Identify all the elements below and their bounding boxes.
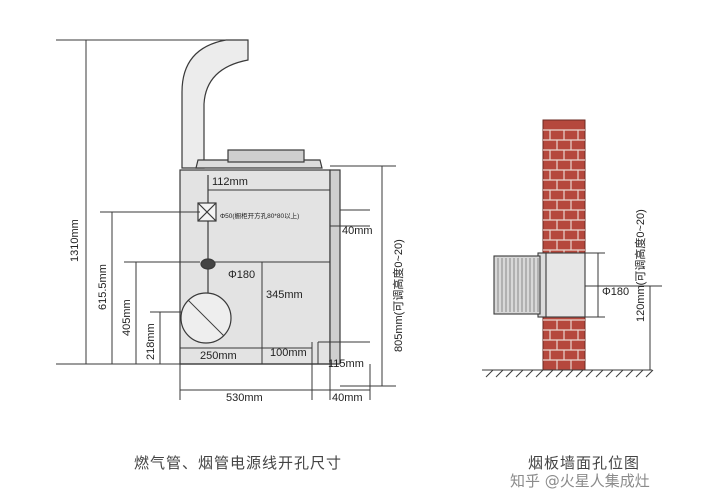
flexible-pipe [493, 255, 541, 315]
right-dimension-lines [585, 252, 662, 370]
dim-615-5: 615.5mm [97, 264, 109, 310]
dim-40-bottom: 40mm [332, 392, 363, 404]
side-panel [329, 169, 341, 365]
dim-40-top: 40mm [342, 225, 373, 237]
dim-phi180: Φ180 [228, 269, 255, 281]
dim-100: 100mm [270, 347, 307, 359]
dim-1310: 1310mm [69, 219, 81, 262]
dim-120: 120mm(可调高度0~20) [633, 209, 647, 322]
dim-405: 405mm [121, 299, 133, 336]
dim-218: 218mm [145, 323, 157, 360]
dim-phi180-right: Φ180 [602, 286, 629, 298]
dim-345: 345mm [266, 289, 303, 301]
dim-805: 805mm(可调高度0~20) [391, 239, 405, 352]
dim-hole-50: Φ50(橱柜开方孔80*80以上) [220, 211, 299, 220]
brick-wall [542, 119, 586, 371]
flue-pipe-assembly [493, 252, 586, 318]
dim-250: 250mm [200, 350, 237, 362]
watermark-text: 知乎 @火星人集成灶 [510, 472, 650, 490]
right-caption: 烟板墙面孔位图 [528, 454, 641, 472]
ground-line [482, 369, 654, 378]
gas-connector [200, 258, 216, 270]
burner [227, 149, 305, 163]
left-caption: 燃气管、烟管电源线开孔尺寸 [134, 454, 343, 472]
dim-115: 115mm [328, 358, 364, 370]
left-dimension-lines [56, 39, 396, 400]
chimney-pipe [181, 39, 249, 169]
dim-530: 530mm [226, 392, 263, 404]
stove-drawing [179, 39, 341, 365]
dim-112: 112mm [212, 176, 248, 188]
wall-hole [542, 252, 586, 318]
